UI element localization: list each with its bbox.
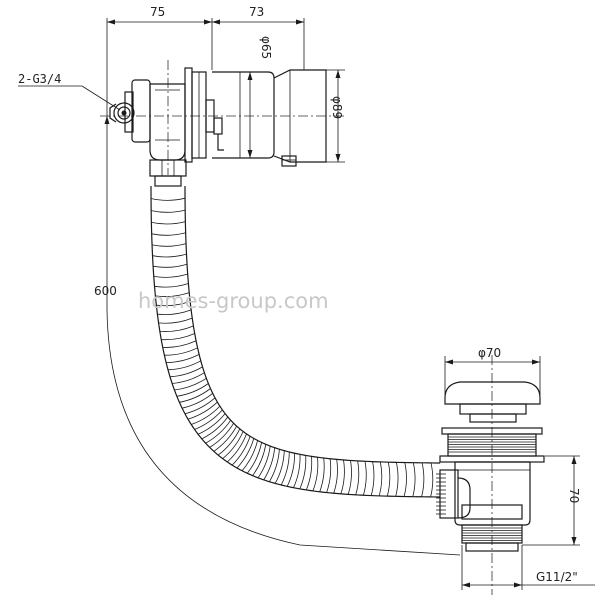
hose-rib (167, 360, 201, 371)
dimension-70-label: 70 (567, 488, 581, 503)
length-600-dimension: 600 (94, 116, 461, 556)
hose-rib (157, 309, 192, 316)
hose-rib (158, 317, 193, 324)
hose-rib (150, 197, 186, 201)
dimension-73-label: 73 (249, 5, 264, 19)
thread-g34-label: 2-G3/4 (18, 72, 61, 86)
hose-rib (241, 440, 258, 472)
hose-rib (205, 419, 232, 444)
hose-rib (184, 397, 216, 415)
hose-rib (151, 209, 186, 213)
hose-rib (378, 461, 383, 497)
hose-rib (164, 347, 198, 356)
hose-rib (305, 456, 313, 491)
hose-rib (182, 392, 213, 409)
hose-rib (194, 409, 223, 430)
hose-rib (159, 325, 194, 332)
top-dimensions: 75 73 (106, 5, 305, 120)
hose-rib (236, 438, 255, 469)
hose-rib (166, 354, 200, 363)
hose-rib (319, 457, 325, 492)
hose-rib (172, 372, 205, 384)
hose-rib (153, 273, 188, 278)
hose-rib (222, 431, 244, 459)
hose-outline (184, 185, 441, 464)
corrugated-hose (150, 185, 441, 498)
dimension-600-label: 600 (94, 284, 117, 298)
hose-rib (151, 221, 186, 225)
hose-rib (152, 243, 187, 247)
hose-rib (347, 460, 352, 495)
hose-rib (179, 388, 211, 403)
hose-rib (153, 263, 188, 268)
hose-rib (421, 462, 425, 497)
hose-rib (312, 457, 319, 492)
hose-rib (176, 383, 209, 397)
hose-rib (299, 455, 307, 490)
hose-rib (197, 413, 226, 435)
hose-rib (370, 461, 375, 496)
hose-rib (151, 232, 186, 236)
hose-rib (155, 292, 190, 297)
hose-rib (231, 436, 251, 466)
hose-rib (154, 283, 189, 288)
hose-rib (187, 401, 218, 420)
hose-rib (161, 333, 195, 341)
hose-rib (269, 449, 280, 482)
dimension-dia65-label: φ65 (259, 36, 273, 59)
hose-rib (293, 454, 301, 488)
hose-rib (412, 462, 416, 497)
hose-rib (386, 462, 391, 497)
hose-rib (217, 428, 241, 456)
watermark-text: homes-group.com (138, 289, 329, 313)
hose-rib (274, 450, 285, 484)
hose-rib (191, 405, 221, 425)
hose-rib (286, 453, 296, 487)
dimension-75-label: 75 (150, 5, 165, 19)
hose-rib (403, 462, 407, 497)
hose-rib (252, 444, 267, 476)
overflow-assembly: φ65 φ89 2-G3/4 (18, 36, 345, 187)
dimension-dia89-label: φ89 (330, 96, 344, 119)
hose-rib (156, 301, 191, 307)
hose-rib (363, 461, 367, 496)
dimension-dia70-label: φ70 (478, 346, 501, 360)
hose-rib (430, 462, 434, 497)
hose-rib (395, 462, 399, 497)
hose-rib (280, 451, 290, 486)
hose-rib (340, 459, 345, 494)
hose-rib (169, 366, 203, 378)
waste-assembly: φ70 70 G11/2" (436, 346, 595, 595)
hose-rib (227, 433, 247, 463)
hose-rib (326, 458, 332, 493)
hose-rib (201, 416, 229, 440)
hose-rib (246, 442, 262, 474)
hose-rib (174, 377, 207, 391)
hose-rib (209, 423, 234, 448)
hose-rib (162, 340, 197, 348)
hose-rib (355, 460, 360, 495)
hose-rib (213, 425, 238, 452)
hose-rib (263, 447, 276, 481)
thread-g112-label: G11/2" (536, 570, 578, 584)
hose-rib (333, 459, 338, 494)
hose-rib (257, 446, 271, 479)
hose-rib (152, 253, 187, 258)
